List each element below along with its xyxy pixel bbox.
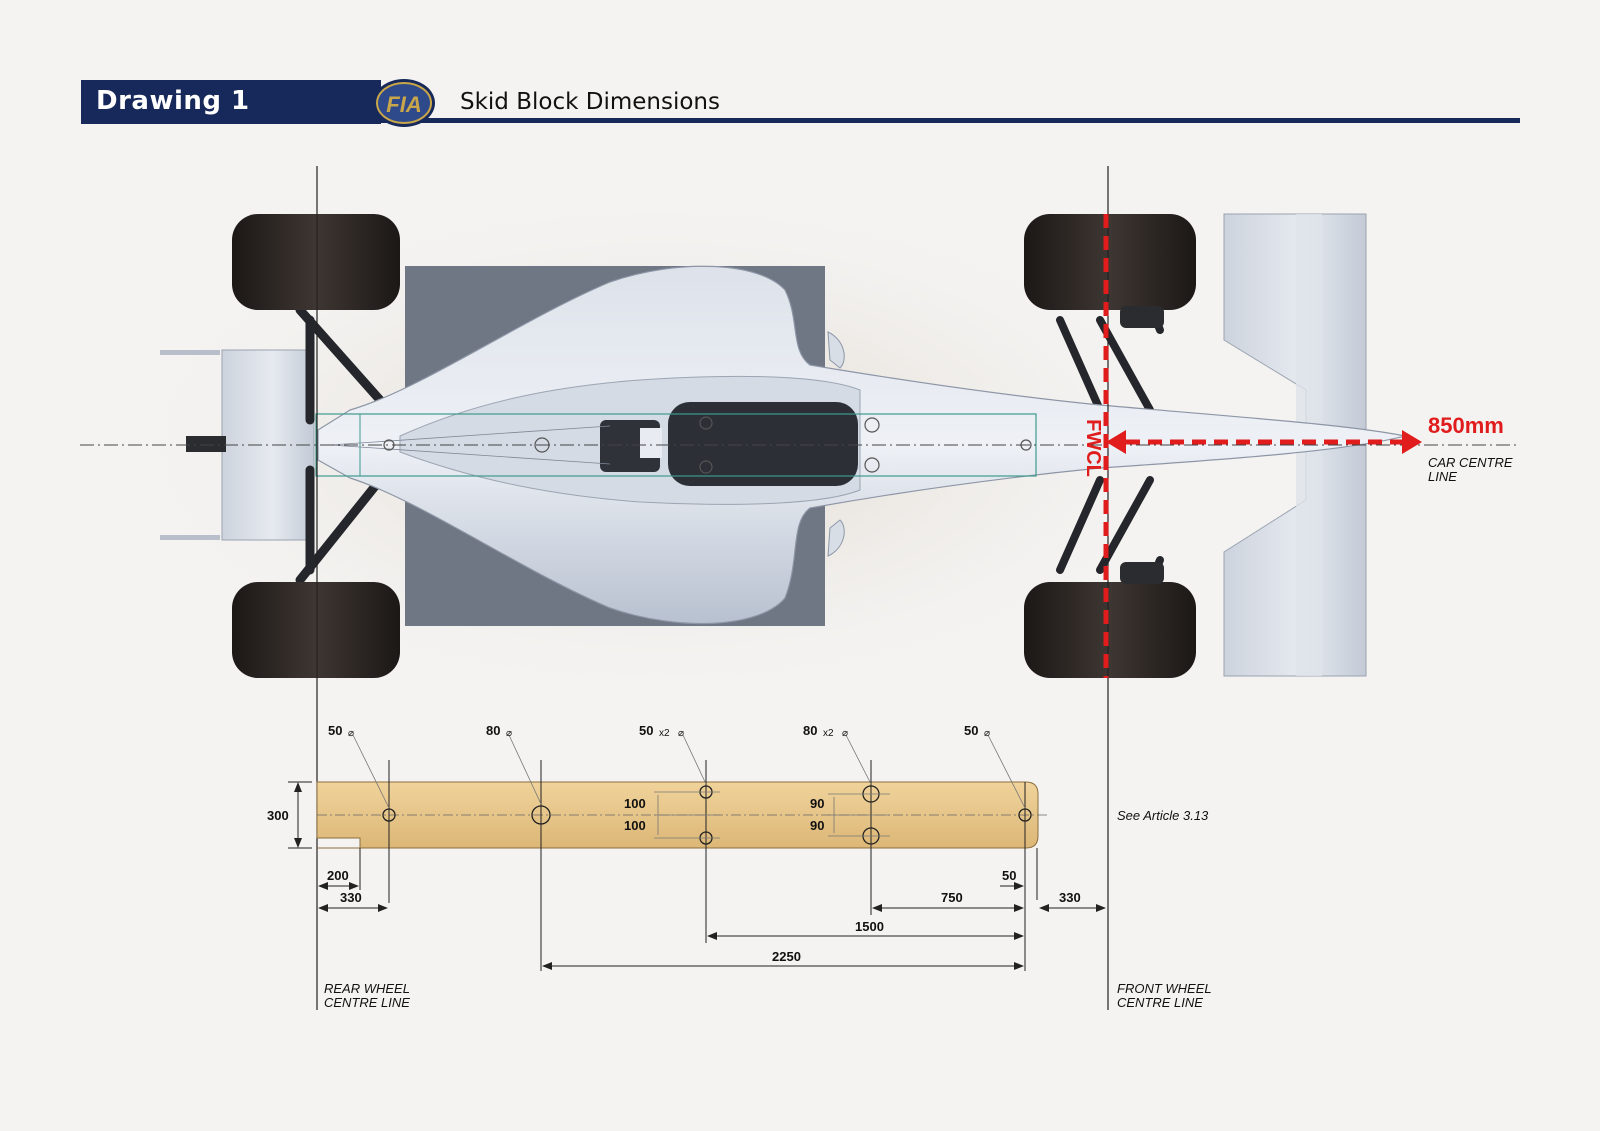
dim-1500: 1500 <box>855 919 884 934</box>
width-arrow-left <box>1106 430 1126 454</box>
hole-4-mult: x2 <box>823 728 834 739</box>
dim-750: 750 <box>941 890 963 905</box>
centre-line-label-1: CAR CENTRE <box>1428 455 1513 470</box>
fwcl-label: FWCL <box>1082 419 1104 477</box>
dim-200: 200 <box>327 868 349 883</box>
hole-leaders <box>352 734 1026 809</box>
rear-label-2: CENTRE LINE <box>324 995 410 1010</box>
mirror-bottom <box>827 519 845 557</box>
hole-3-dia: 50 <box>639 723 653 738</box>
dimension-values: 200 330 50 750 330 1500 2250 <box>327 868 1081 964</box>
width-arrow-right <box>1402 430 1422 454</box>
hole-5 <box>1018 808 1032 822</box>
hole-2-symbol: ⌀ <box>506 728 512 739</box>
rear-label-1: REAR WHEEL <box>324 981 410 996</box>
right-spacing-lines <box>828 793 890 837</box>
article-reference: See Article 3.13 <box>1117 808 1209 823</box>
front-label-1: FRONT WHEEL <box>1117 981 1212 996</box>
hole-4-dia: 80 <box>803 723 817 738</box>
hole-3-mult: x2 <box>659 728 670 739</box>
dim-50-front: 50 <box>1002 868 1016 883</box>
hole-1 <box>382 808 396 822</box>
dim-330-front: 330 <box>1059 890 1081 905</box>
cockpit <box>668 402 858 486</box>
hole-2 <box>531 805 551 825</box>
hole-4-symbol: ⌀ <box>842 728 848 739</box>
centre-line-label-2: LINE <box>1428 469 1457 484</box>
width-value: 300 <box>267 808 289 823</box>
mirror-top <box>827 331 845 369</box>
front-label-2: CENTRE LINE <box>1117 995 1203 1010</box>
left-spacing-2: 100 <box>624 818 646 833</box>
hole-2-dia: 80 <box>486 723 500 738</box>
hole-1-dia: 50 <box>328 723 342 738</box>
rollhoop <box>640 428 662 458</box>
plank-taper-bottom <box>329 444 611 465</box>
rear-suspension <box>295 305 385 585</box>
front-tyres <box>1024 214 1196 678</box>
hole-5-dia: 50 <box>964 723 978 738</box>
dimension-lines <box>320 885 1105 967</box>
plank-taper-top <box>329 425 611 446</box>
fia-logo-text: FIA <box>386 92 421 117</box>
title-rule <box>381 118 1520 123</box>
fia-logo: FIA <box>373 79 435 127</box>
hole-3-symbol: ⌀ <box>678 728 684 739</box>
hole-1-symbol: ⌀ <box>348 728 354 739</box>
left-spacing-1: 100 <box>624 796 646 811</box>
hole-labels: 50 ⌀ 80 ⌀ 50 x2 ⌀ 80 x2 ⌀ 50 ⌀ <box>328 723 990 739</box>
width-dimension <box>288 781 312 849</box>
dim-2250: 2250 <box>772 949 801 964</box>
right-spacing-2: 90 <box>810 818 824 833</box>
dim-330-rear: 330 <box>340 890 362 905</box>
drawing-title: Skid Block Dimensions <box>460 89 720 115</box>
left-spacing-lines <box>654 791 720 839</box>
drawing-number: Drawing 1 <box>96 86 250 116</box>
rear-tyres <box>232 214 400 678</box>
dimension-arrows <box>318 882 1106 970</box>
right-spacing-1: 90 <box>810 796 824 811</box>
width-label: 850mm <box>1428 413 1504 438</box>
title-bar <box>81 80 381 124</box>
hole-5-symbol: ⌀ <box>984 728 990 739</box>
